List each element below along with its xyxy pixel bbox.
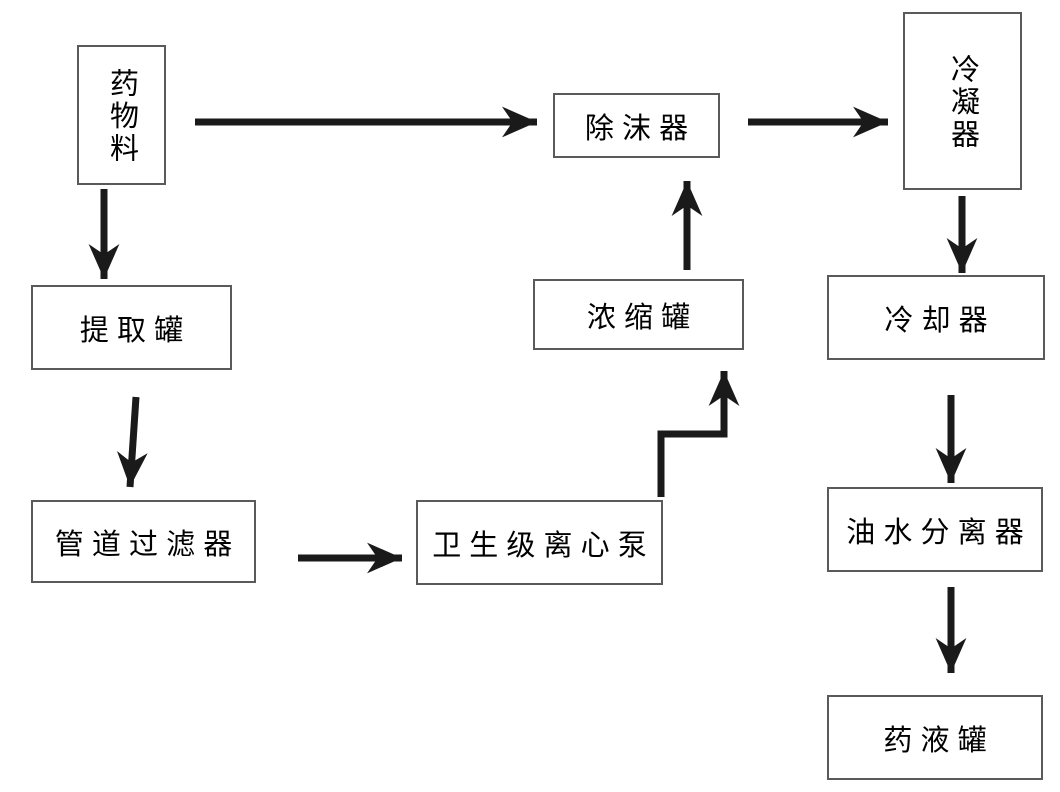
node-concentration-tank-label: 浓缩罐 bbox=[586, 301, 699, 334]
arrow-extraction-tank-to-pipeline-filter bbox=[116, 396, 148, 488]
node-drug-material: 药物料 bbox=[77, 45, 166, 185]
node-extraction-tank: 提取罐 bbox=[31, 285, 232, 370]
node-cooler: 冷却器 bbox=[827, 275, 1045, 360]
node-drug-material-label: 药物料 bbox=[105, 68, 138, 166]
node-oil-water-separator: 油水分离器 bbox=[827, 487, 1043, 572]
node-concentration-tank: 浓缩罐 bbox=[533, 279, 744, 350]
node-sanitary-centrifugal-pump-label: 卫生级离心泵 bbox=[432, 529, 655, 562]
node-cooler-label: 冷却器 bbox=[884, 304, 996, 337]
arrow-pump-to-concentration-tank bbox=[657, 371, 740, 497]
node-condenser: 冷凝器 bbox=[903, 12, 1022, 190]
node-extraction-tank-label: 提取罐 bbox=[79, 314, 192, 347]
node-pipeline-filter: 管道过滤器 bbox=[31, 500, 256, 583]
node-demister-label: 除沫器 bbox=[584, 112, 697, 145]
node-oil-water-separator-label: 油水分离器 bbox=[846, 516, 1032, 549]
node-sanitary-centrifugal-pump: 卫生级离心泵 bbox=[416, 500, 663, 585]
node-demister: 除沫器 bbox=[553, 93, 720, 158]
node-drug-liquid-tank: 药液罐 bbox=[827, 695, 1043, 780]
node-pipeline-filter-label: 管道过滤器 bbox=[54, 528, 241, 561]
node-condenser-label: 冷凝器 bbox=[946, 54, 979, 152]
node-drug-liquid-tank-label: 药液罐 bbox=[883, 724, 995, 757]
